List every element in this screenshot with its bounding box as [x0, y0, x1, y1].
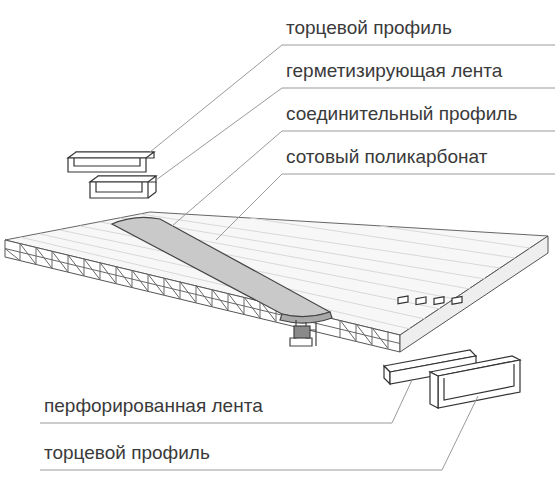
end-profile-bottom	[430, 356, 520, 408]
part-label: перфорированная лента	[44, 394, 263, 418]
sealing-tape-profile	[90, 176, 156, 198]
part-label: торцевой профиль	[286, 16, 452, 40]
sheet-flute-lines	[20, 214, 530, 329]
part-label: сотовый поликарбонат	[286, 145, 487, 169]
sheet-side-face	[400, 236, 548, 352]
connecting-profile	[112, 217, 332, 346]
end-profile-top	[68, 152, 154, 172]
polycarbonate-sheet	[5, 212, 548, 352]
part-label: соединительный профиль	[286, 102, 517, 126]
part-label: торцевой профиль	[44, 441, 210, 465]
leader-lines	[40, 45, 555, 470]
part-label: герметизирующая лента	[286, 59, 502, 83]
